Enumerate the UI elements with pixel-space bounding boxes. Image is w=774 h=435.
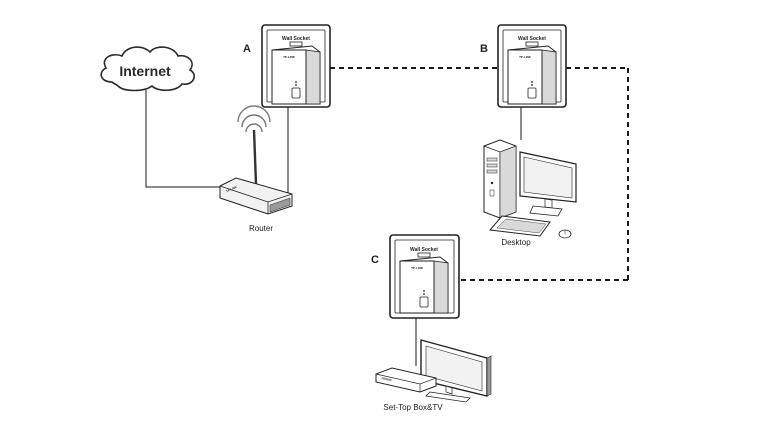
router-label: Router (249, 224, 273, 233)
status-led-icon (423, 290, 425, 292)
status-led-icon (295, 81, 297, 83)
powerline-adapter-c: TP-LINK (399, 252, 449, 314)
adapter-button (419, 296, 429, 308)
powerline-adapter-b: TP-LINK (507, 41, 557, 105)
internet-cloud: Internet (100, 46, 195, 92)
wall-socket-c: C Wall Socket TP-LINK (371, 234, 460, 319)
desktop-computer: Desktop (483, 139, 577, 247)
cloud-shape (100, 46, 195, 92)
internet-label: Internet (119, 63, 171, 79)
router-antenna (252, 129, 258, 185)
node-letter-b: B (480, 43, 488, 55)
adapter-button (527, 87, 537, 99)
adapter-brand: TP-LINK (283, 55, 296, 59)
connections (145, 67, 629, 366)
wall-socket-a: A Wall Socket TP-LINK (243, 24, 331, 108)
router: TP-LINK Router (219, 105, 293, 233)
tv (420, 339, 492, 403)
powerline-adapter-a: TP-LINK (271, 41, 321, 105)
wifi-signal-icon (237, 105, 271, 133)
desktop-label: Desktop (501, 238, 531, 247)
status-led-icon (531, 81, 533, 83)
stb-tv: Set-Top Box&TV (375, 339, 492, 412)
monitor (519, 151, 577, 217)
mouse (558, 229, 572, 239)
powerline-link (330, 67, 629, 281)
adapter-button (291, 87, 301, 99)
status-led-icon (295, 84, 297, 86)
socket-label: Wall Socket (518, 36, 546, 42)
internet-router-cable (145, 90, 222, 188)
socket-label: Wall Socket (410, 247, 438, 253)
keyboard (489, 215, 551, 237)
router-brand: TP-LINK (225, 184, 238, 193)
adapter-brand: TP-LINK (519, 55, 532, 59)
set-top-box (375, 367, 437, 393)
node-letter-c: C (371, 254, 379, 266)
pc-tower (483, 139, 517, 219)
stb-tv-label: Set-Top Box&TV (383, 403, 443, 412)
status-led-icon (423, 293, 425, 295)
socket-label: Wall Socket (282, 36, 310, 42)
wall-socket-b: B Wall Socket TP-LINK (480, 24, 567, 108)
status-led-icon (531, 84, 533, 86)
adapter-brand: TP-LINK (411, 266, 424, 270)
node-letter-a: A (243, 43, 251, 55)
router-body (219, 177, 293, 215)
